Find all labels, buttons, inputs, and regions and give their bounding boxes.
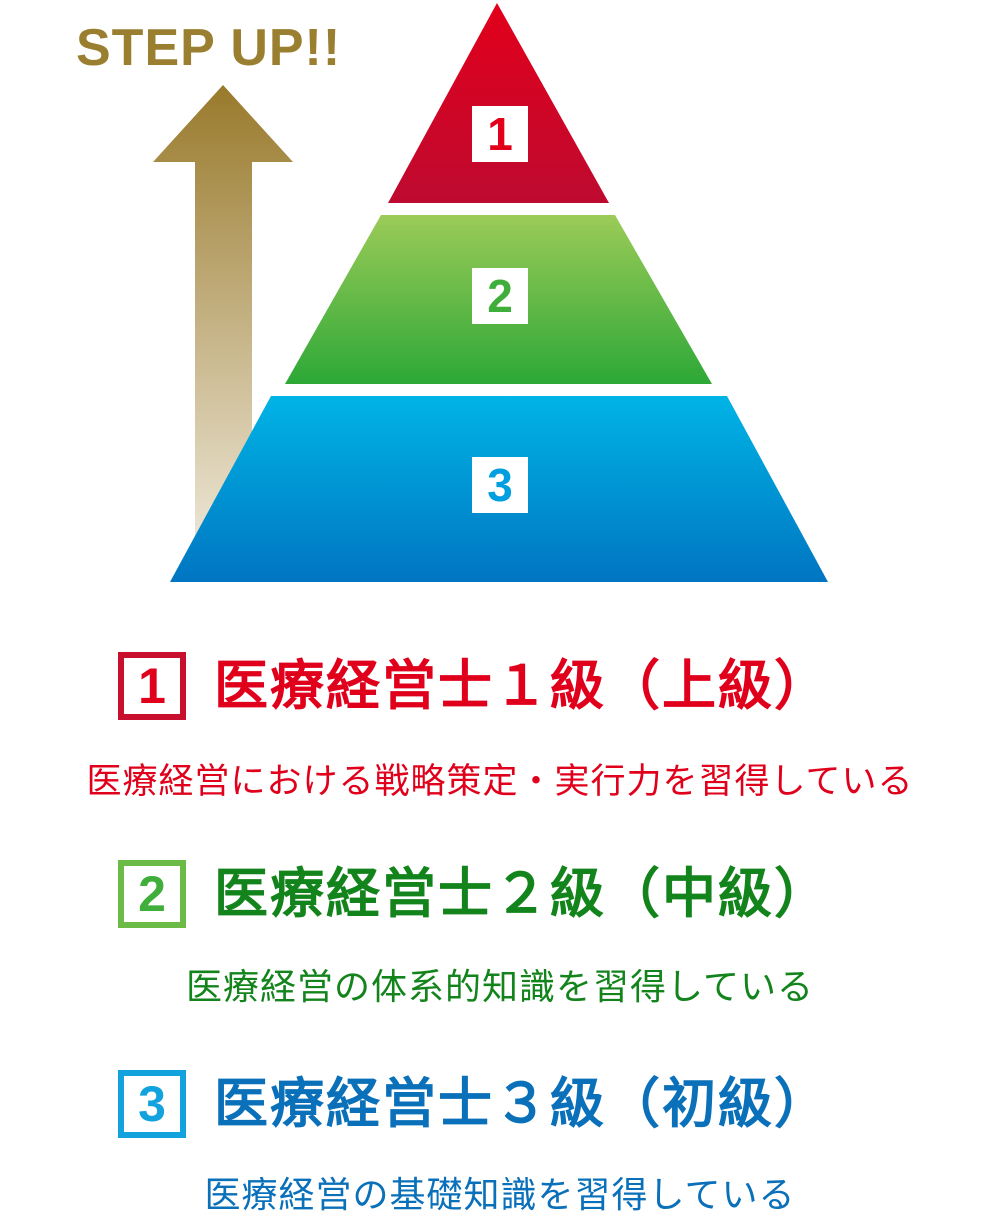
level-3-title: 医療経営士３級（初級） [214, 1072, 830, 1135]
level-2-description: 医療経営の体系的知識を習得している [186, 967, 814, 1008]
level-2-badge: 2 [118, 860, 186, 928]
level-3-description: 医療経営の基礎知識を習得している [204, 1175, 796, 1216]
step-up-heading: STEP UP!! [76, 19, 342, 77]
pyramid-tier-1 [388, 3, 609, 203]
tier-3-number-text: 3 [487, 459, 513, 511]
level-3-badge: 3 [118, 1070, 186, 1138]
tier-1-number-text: 1 [487, 108, 513, 160]
level-1-heading: 1 医療経営士１級（上級） [118, 652, 830, 720]
level-2-title: 医療経営士２級（中級） [214, 862, 830, 925]
tier-2-number-text: 2 [487, 270, 513, 322]
up-arrow-icon [153, 85, 293, 540]
level-1-badge: 1 [118, 652, 186, 720]
level-3-heading: 3 医療経営士３級（初級） [118, 1070, 830, 1138]
level-1-description: 医療経営における戦略策定・実行力を習得している [86, 762, 914, 802]
tier-1-number: 1 [472, 106, 528, 162]
level-1-title: 医療経営士１級（上級） [214, 654, 830, 717]
tier-2-number: 2 [472, 268, 528, 324]
level-2-heading: 2 医療経営士２級（中級） [118, 860, 830, 928]
tier-3-number: 3 [472, 457, 528, 513]
